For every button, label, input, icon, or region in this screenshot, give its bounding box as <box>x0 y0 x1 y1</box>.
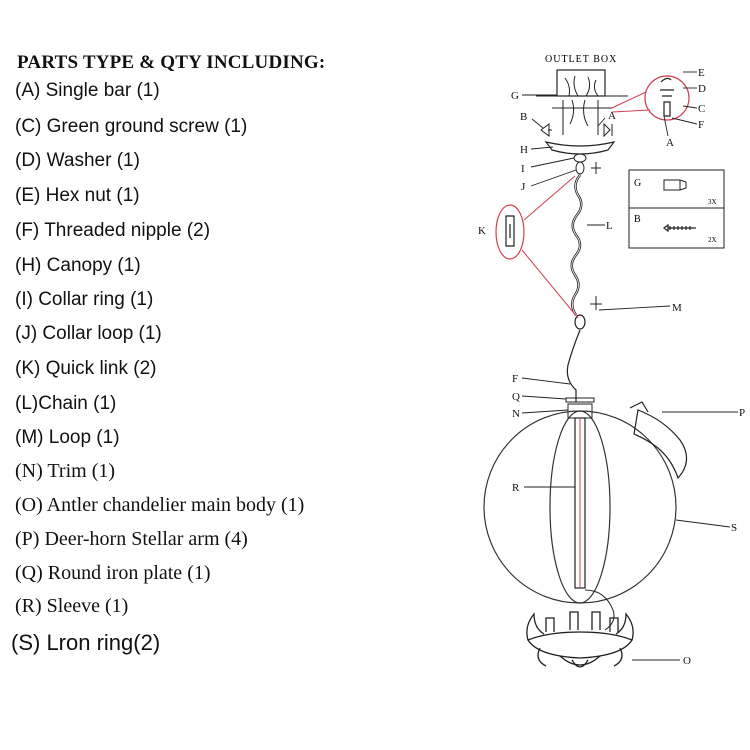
list-item: (H) Canopy (1) <box>15 255 141 276</box>
list-item: (I) Collar ring (1) <box>15 289 154 310</box>
electrical-wire <box>566 329 581 402</box>
mounting-screw-right <box>603 122 613 138</box>
label-h: H <box>520 144 528 156</box>
list-item: (L)Chain (1) <box>15 393 117 414</box>
legend-g-label: G <box>634 178 641 189</box>
antler-chandelier-body <box>526 611 634 668</box>
list-item: (N) Trim (1) <box>15 460 116 482</box>
quick-link-inset <box>495 204 525 260</box>
list-item: (A) Single bar (1) <box>15 80 160 101</box>
iron-ring-inner <box>549 410 611 604</box>
label-p: P <box>739 407 745 419</box>
list-item: (D) Washer (1) <box>15 150 140 171</box>
collar-ring <box>573 153 587 163</box>
list-item: (J) Collar loop (1) <box>15 323 162 344</box>
list-item: (K) Quick link (2) <box>15 358 157 379</box>
label-s: S <box>731 522 737 534</box>
list-item: (O) Antler chandelier main body (1) <box>15 494 305 516</box>
list-item: (Q) Round iron plate (1) <box>15 562 211 584</box>
label-j: J <box>521 181 526 193</box>
label-f: F <box>512 373 518 385</box>
list-item: (F) Threaded nipple (2) <box>15 220 211 241</box>
label-a-detail: A <box>666 137 674 149</box>
label-m: M <box>672 302 682 314</box>
legend-b-label: B <box>634 214 641 225</box>
label-l: L <box>606 220 613 232</box>
label-k: K <box>478 225 486 237</box>
label-n: N <box>512 408 520 420</box>
list-item: (R) Sleeve (1) <box>15 595 129 617</box>
parts-list-title: PARTS TYPE & QTY INCLUDING: <box>17 52 326 73</box>
legend-g-qty: 3X <box>708 198 717 206</box>
label-r: R <box>512 482 520 494</box>
collar-loop <box>575 161 585 175</box>
outlet-box-label: OUTLET BOX <box>545 54 617 65</box>
mounting-screw-left <box>540 123 552 137</box>
deer-horn-arm <box>633 409 688 480</box>
detail-inset-circle <box>644 75 690 121</box>
label-c: C <box>698 103 705 115</box>
legend-b-qty: 2X <box>708 236 717 244</box>
leader-lines <box>521 71 738 661</box>
canopy <box>544 141 616 155</box>
mount-screws <box>562 100 599 135</box>
list-item: (P) Deer-horn Stellar arm (4) <box>15 528 248 550</box>
label-f-detail: F <box>698 119 704 131</box>
outlet-box <box>556 69 606 97</box>
list-item: (C) Green ground screw (1) <box>15 116 248 137</box>
round-iron-plate <box>565 397 595 403</box>
label-b: B <box>520 111 527 123</box>
list-item: (E) Hex nut (1) <box>15 185 140 206</box>
label-e: E <box>698 67 705 79</box>
wire-nut-icon <box>663 179 687 191</box>
quick-link <box>505 215 515 247</box>
list-item: (S) Lron ring(2) <box>11 630 161 655</box>
outlet-wires <box>564 75 599 97</box>
list-item: (M) Loop (1) <box>15 427 120 448</box>
label-o: O <box>683 655 691 667</box>
label-g: G <box>511 90 519 102</box>
screw-icon <box>663 223 696 233</box>
hardware-legend-box <box>628 169 725 249</box>
label-d: D <box>698 83 706 95</box>
label-a: A <box>608 110 616 122</box>
label-q: Q <box>512 391 520 403</box>
loop <box>574 314 586 330</box>
label-i: I <box>521 163 525 175</box>
hardware-stack <box>660 77 674 117</box>
